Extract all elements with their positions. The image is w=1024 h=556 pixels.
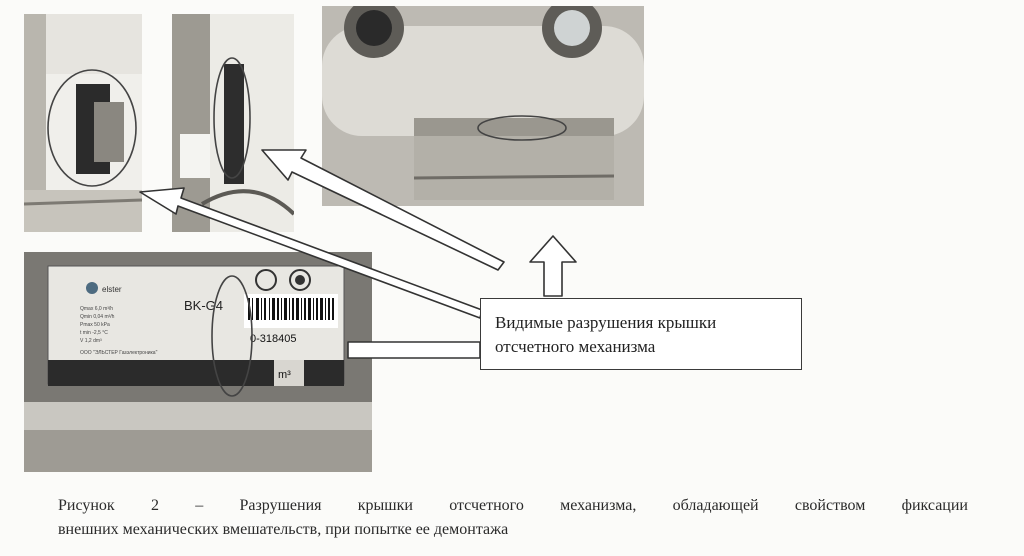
meter-brand: elster	[102, 285, 122, 294]
meter-unit: m³	[278, 369, 291, 381]
callout-line-2: отсчетного механизма	[495, 337, 656, 356]
callout-label-box: Видимые разрушения крышки отсчетного мех…	[480, 298, 802, 370]
callout-line-1: Видимые разрушения крышки	[495, 313, 717, 332]
callout-arrow-3	[529, 235, 577, 297]
meter-spec-line: Qmax 6,0 m³/h	[80, 306, 113, 312]
photo-meter-front: elster BK-G4 0-318405 Qmax 6,0 m³/h Qmin…	[24, 252, 372, 472]
photo-meter-top	[322, 6, 644, 206]
meter-spec-line: V 1,2 dm³	[80, 338, 102, 344]
meter-company: ООО "ЭЛЬСТЕР Газэлектроника"	[80, 350, 158, 356]
photo-meter-side-2	[172, 14, 294, 232]
meter-spec-line: t min -2,5 °C	[80, 330, 108, 336]
caption-line-2: внешних механических вмешательств, при п…	[58, 521, 509, 538]
meter-spec-line: Pmax 50 kPa	[80, 322, 110, 328]
photo-meter-side-1	[24, 14, 142, 232]
meter-spec-line: Qmin 0,04 m³/h	[80, 314, 115, 320]
meter-serial: 0-318405	[250, 333, 297, 345]
figure-caption: Рисунок 2 – Разрушения крышки отсчетного…	[58, 494, 968, 542]
meter-model: BK-G4	[184, 298, 223, 313]
caption-line-1: Рисунок 2 – Разрушения крышки отсчетного…	[58, 497, 968, 514]
